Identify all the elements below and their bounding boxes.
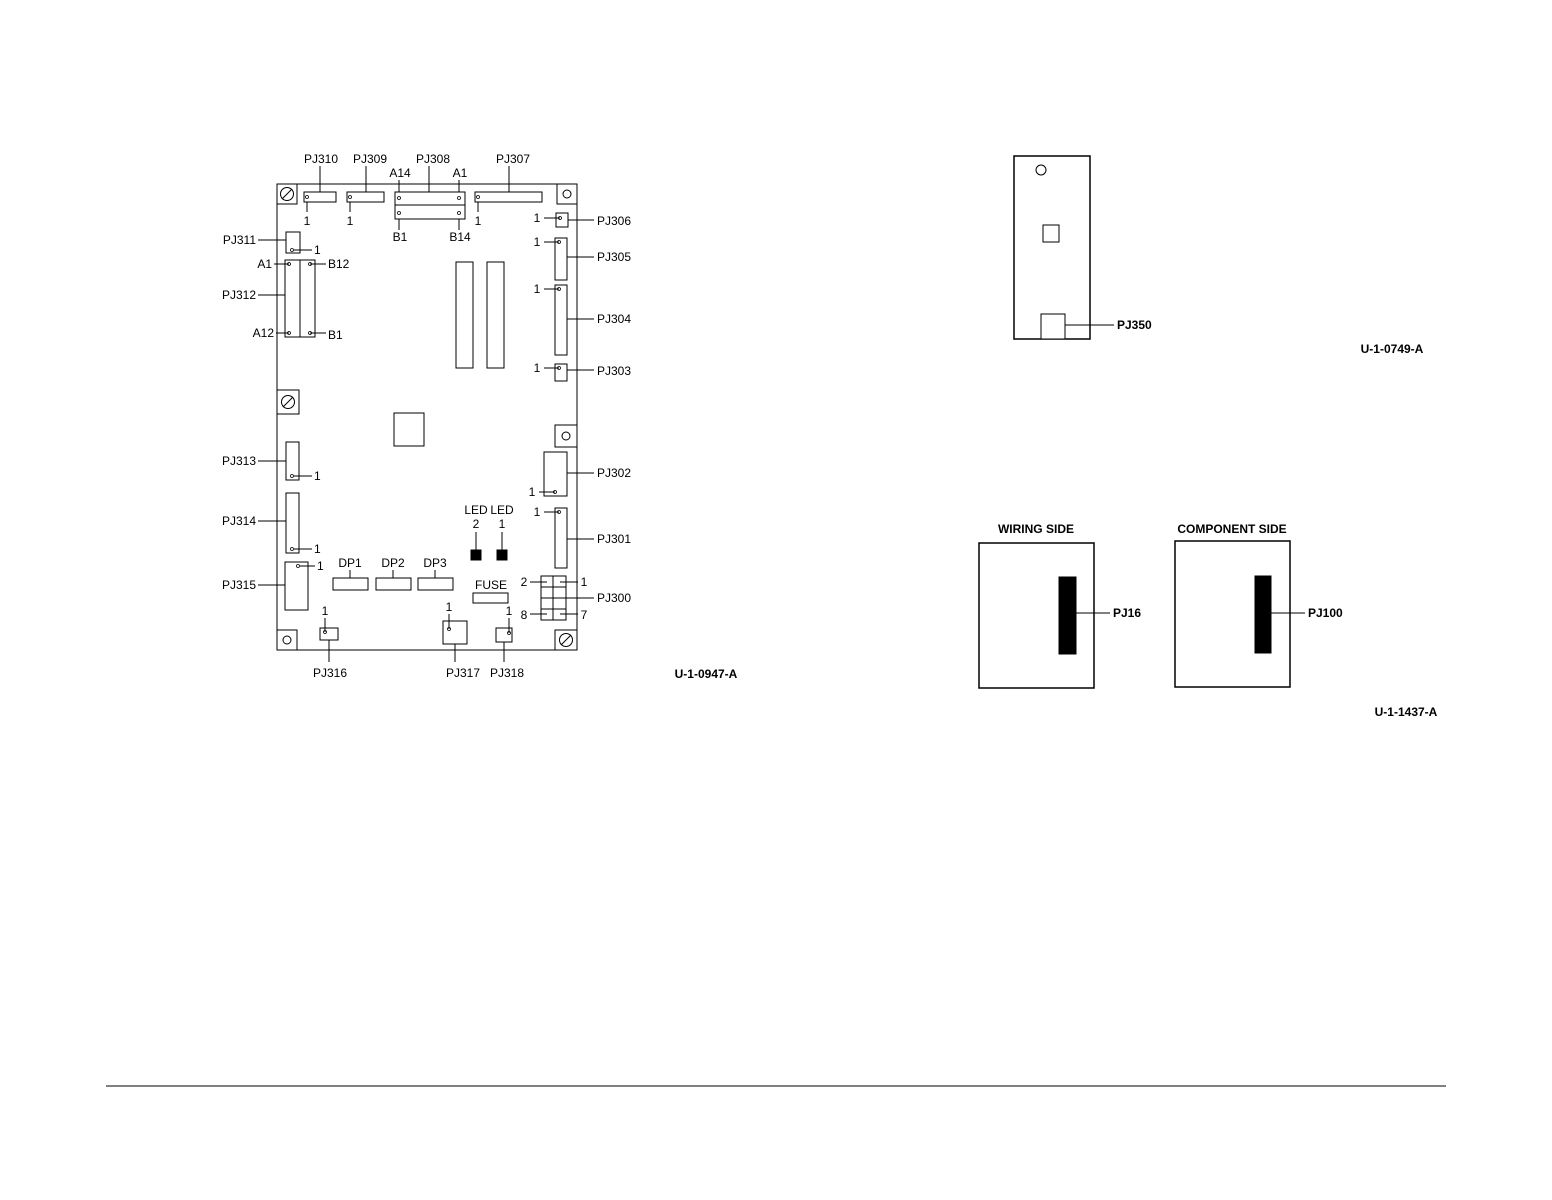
pin-label: 1 <box>534 361 541 375</box>
figure-id-main: U-1-0947-A <box>675 667 738 681</box>
connector-pj303 <box>555 364 567 381</box>
connector-pj318 <box>496 628 512 642</box>
label-pj100: PJ100 <box>1308 606 1343 620</box>
label-pj317: PJ317 <box>446 666 480 680</box>
label-pj313: PJ313 <box>222 454 256 468</box>
pin-label: 1 <box>534 235 541 249</box>
label-pj312: PJ312 <box>222 288 256 302</box>
connector-pj307 <box>475 192 542 202</box>
pin-label: 1 <box>314 243 321 257</box>
connector-pj16 <box>1059 577 1076 654</box>
label-pj315: PJ315 <box>222 578 256 592</box>
led-1 <box>497 550 507 560</box>
label-pj307: PJ307 <box>496 152 530 166</box>
label-pj304: PJ304 <box>597 312 631 326</box>
label-pj316: PJ316 <box>313 666 347 680</box>
wiring-side-board <box>979 543 1094 688</box>
label-pj305: PJ305 <box>597 250 631 264</box>
label-led-1-number: 1 <box>499 517 506 531</box>
pin-label: 1 <box>506 604 513 618</box>
sides-diagram: WIRING SIDE PJ16 COMPONENT SIDE PJ100 U-… <box>979 522 1438 719</box>
label-dp1: DP1 <box>338 556 362 570</box>
label-led-2-number: 2 <box>473 517 480 531</box>
dip-switch-dp1 <box>333 578 368 590</box>
pin-label: 1 <box>534 282 541 296</box>
label-fuse: FUSE <box>475 578 507 592</box>
pin-label: 1 <box>314 469 321 483</box>
ic-chip-2 <box>487 262 504 368</box>
label-pj308: PJ308 <box>416 152 450 166</box>
pin-label-a1: A1 <box>453 166 468 180</box>
led-2 <box>471 550 481 560</box>
pj350-board-outline <box>1014 156 1090 339</box>
pin-label: 1 <box>314 542 321 556</box>
label-pj309: PJ309 <box>353 152 387 166</box>
pin-label: 1 <box>529 485 536 499</box>
pin-label-b1: B1 <box>393 230 408 244</box>
connector-pj315 <box>285 562 308 610</box>
pin-label: 1 <box>322 604 329 618</box>
pin-label-7: 7 <box>581 608 588 622</box>
label-led-1: LED <box>490 503 514 517</box>
pj350-board-diagram: PJ350 U-1-0749-A <box>1014 156 1424 356</box>
connector-pj350 <box>1041 314 1065 339</box>
pin-label-a1: A1 <box>257 257 272 271</box>
mount-right-middle <box>555 425 577 447</box>
connector-pj314 <box>286 493 299 553</box>
connector-pj100 <box>1255 576 1271 653</box>
pj350-chip <box>1043 225 1059 242</box>
pin-label: 1 <box>347 214 354 228</box>
figure-id-pj350: U-1-0749-A <box>1361 342 1424 356</box>
pin-label: 1 <box>446 600 453 614</box>
label-dp3: DP3 <box>423 556 447 570</box>
fuse <box>473 593 508 603</box>
label-pj311: PJ311 <box>223 233 256 247</box>
figure-id-sides: U-1-1437-A <box>1375 705 1438 719</box>
label-pj318: PJ318 <box>490 666 524 680</box>
label-pj314: PJ314 <box>222 514 256 528</box>
mount-top-right <box>557 184 577 204</box>
connector-pj302 <box>544 452 567 496</box>
pin-label-b12: B12 <box>328 257 350 271</box>
connector-pj316 <box>320 628 338 640</box>
label-pj306: PJ306 <box>597 214 631 228</box>
connector-pj305 <box>555 238 567 280</box>
component-side-title: COMPONENT SIDE <box>1177 522 1286 536</box>
component-side-board <box>1175 541 1290 687</box>
pin-label: 1 <box>317 559 324 573</box>
label-pj301: PJ301 <box>597 532 631 546</box>
pin-label-8: 8 <box>521 608 528 622</box>
pin-label-a14: A14 <box>389 166 411 180</box>
label-pj310: PJ310 <box>304 152 338 166</box>
ic-chip-square <box>394 413 424 446</box>
connector-pj317 <box>443 621 467 644</box>
pin-label-1: 1 <box>581 575 588 589</box>
label-pj16: PJ16 <box>1113 606 1141 620</box>
pin-label: 1 <box>534 211 541 225</box>
pin-label-a12: A12 <box>253 326 275 340</box>
pin-label: 1 <box>475 214 482 228</box>
connector-pj304 <box>555 285 567 355</box>
mount-bottom-left <box>277 630 297 650</box>
pin-label: 1 <box>304 214 311 228</box>
pin-label-b1: B1 <box>328 328 343 342</box>
connector-pj306 <box>556 213 568 227</box>
label-led-2: LED <box>464 503 488 517</box>
ic-chip-1 <box>456 262 473 368</box>
pin-label-2: 2 <box>521 575 528 589</box>
label-pj350: PJ350 <box>1117 318 1152 332</box>
wiring-side-title: WIRING SIDE <box>998 522 1074 536</box>
dip-switch-dp3 <box>418 578 453 590</box>
label-pj303: PJ303 <box>597 364 631 378</box>
connector-pj309 <box>347 192 384 202</box>
label-pj300: PJ300 <box>597 591 631 605</box>
connector-pj301 <box>555 508 567 568</box>
label-pj302: PJ302 <box>597 466 631 480</box>
dip-switch-dp2 <box>376 578 411 590</box>
main-board-diagram: PJ310 1 PJ309 1 PJ308 A14 A1 B1 B14 PJ30… <box>222 152 738 681</box>
pin-label-b14: B14 <box>449 230 471 244</box>
pin-label: 1 <box>534 505 541 519</box>
label-dp2: DP2 <box>381 556 405 570</box>
